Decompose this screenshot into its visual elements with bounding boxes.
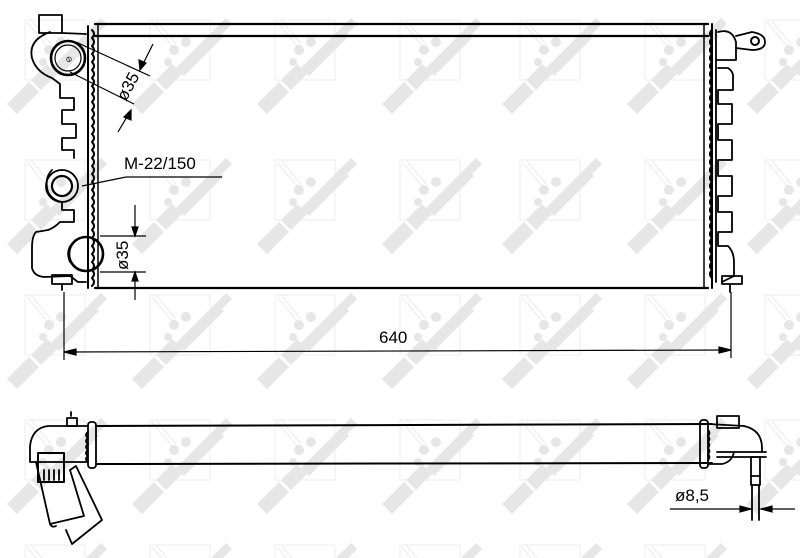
side-right-header — [699, 415, 767, 521]
radiator-core — [93, 22, 710, 290]
right-tank — [709, 23, 766, 293]
pipe-diameter-label: ø8,5 — [675, 486, 709, 505]
front-view: ⊘ — [30, 14, 766, 293]
lower-outlet-diameter-label: ø35 — [113, 241, 132, 270]
side-core — [95, 423, 713, 465]
upper-inlet-pipe: ⊘ — [49, 39, 87, 77]
side-left-header — [29, 411, 103, 545]
thread-spec-label: M-22/150 — [124, 154, 196, 173]
overall-length-label: 640 — [379, 328, 407, 347]
svg-text:⊘: ⊘ — [63, 54, 74, 64]
side-view — [29, 411, 767, 545]
lower-outlet-pipe — [67, 235, 105, 273]
pipe-diameter-dimension — [670, 505, 795, 513]
left-header-crimp — [87, 25, 95, 289]
front-view-dimensions — [63, 41, 732, 360]
drain-plug-boss — [45, 169, 79, 203]
left-tank — [30, 14, 87, 291]
